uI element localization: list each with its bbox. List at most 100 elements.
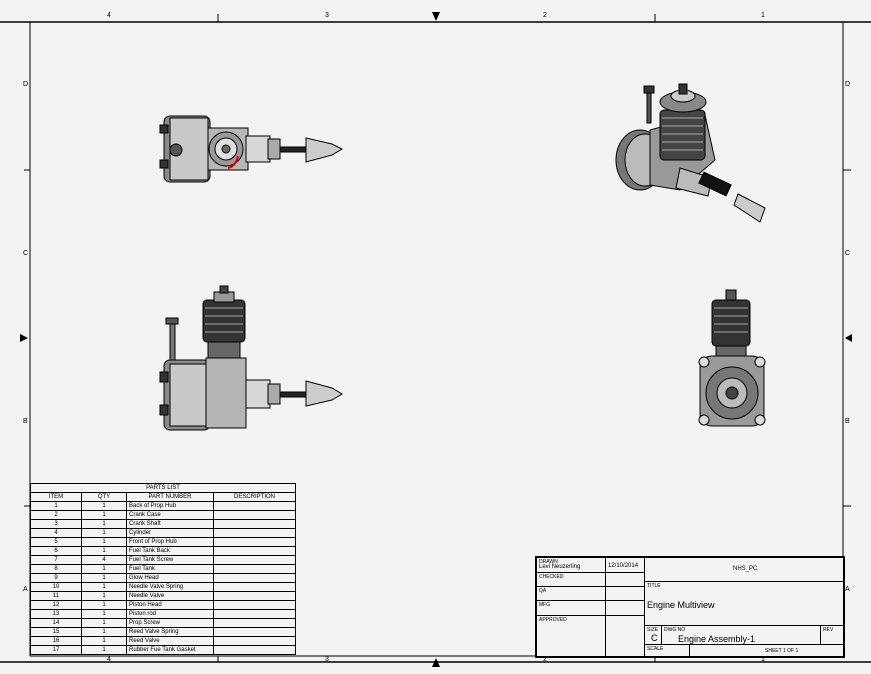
mfg-label: MFG [539, 602, 551, 608]
parts-cell-qty: 1 [81, 546, 127, 556]
zone-row-b-left: B [23, 418, 28, 425]
parts-cell-desc [213, 609, 296, 619]
parts-list-table: PARTS LIST ITEM QTY PART NUMBER DESCRIPT… [30, 483, 296, 655]
zone-row-d-right: D [845, 81, 851, 88]
zone-row-b-right: B [845, 418, 850, 425]
dwg-no-value: Engine Assembly-1 [678, 634, 756, 644]
drawn-label: DRAWN [539, 559, 558, 565]
parts-cell-qty: 1 [81, 537, 127, 547]
parts-cell-qty: 1 [81, 618, 127, 628]
parts-cell-qty: 1 [81, 510, 127, 520]
parts-cell-item: 2 [30, 510, 82, 520]
parts-cell-desc [213, 582, 296, 592]
parts-cell-qty: 4 [81, 555, 127, 565]
parts-cell-item: 16 [30, 636, 82, 646]
parts-cell-part: Fuel Tank Back [126, 546, 214, 556]
qa-date-cell [605, 586, 645, 601]
zone-row-a-right: A [845, 586, 850, 593]
parts-cell-item: 5 [30, 537, 82, 547]
parts-cell-part: Reed Valve Spring [126, 627, 214, 637]
parts-cell-part: Cylinder [126, 528, 214, 538]
parts-cell-qty: 1 [81, 609, 127, 619]
parts-cell-desc [213, 510, 296, 520]
parts-cell-part: Front of Prop Hub [126, 537, 214, 547]
header-qty: QTY [81, 492, 127, 502]
size-cell: SIZE C [644, 625, 662, 645]
parts-cell-qty: 1 [81, 600, 127, 610]
parts-cell-part: Crank Shaft [126, 519, 214, 529]
parts-cell-part: Needle Valve [126, 591, 214, 601]
checked-label: CHECKED [539, 574, 564, 580]
zone-row-c-right: C [845, 250, 851, 257]
parts-cell-part: Piston rod [126, 609, 214, 619]
parts-cell-qty: 1 [81, 591, 127, 601]
zone-row-d-left: D [23, 81, 29, 88]
zone-row-a-left: A [23, 586, 28, 593]
drawing-title: Engine Multiview [647, 600, 715, 610]
parts-cell-part: Fuel Tank [126, 564, 214, 574]
checked-cell: CHECKED [536, 572, 606, 587]
zone-col-3-bottom: 3 [325, 656, 329, 663]
parts-cell-desc [213, 564, 296, 574]
parts-cell-item: 10 [30, 582, 82, 592]
parts-cell-part: Back of Prop Hub [126, 501, 214, 511]
approved-label: APPROVED [539, 617, 567, 623]
parts-cell-item: 12 [30, 600, 82, 610]
parts-cell-qty: 1 [81, 528, 127, 538]
parts-cell-item: 15 [30, 627, 82, 637]
scale-cell: SCALE [644, 644, 690, 657]
zone-row-c-left: C [23, 250, 29, 257]
title-label: TITLE [647, 583, 661, 589]
parts-cell-item: 3 [30, 519, 82, 529]
drawn-by: Levi Neuzerling [539, 564, 581, 570]
checked-date-cell [605, 572, 645, 587]
zone-col-3-top: 3 [325, 12, 329, 19]
parts-cell-qty: 1 [81, 564, 127, 574]
qa-cell: QA [536, 586, 606, 601]
parts-cell-desc [213, 546, 296, 556]
size-value: C [651, 633, 658, 643]
parts-cell-desc [213, 537, 296, 547]
rev-label: REV [823, 627, 834, 633]
company-cell: NHS_PC [644, 557, 844, 582]
parts-cell-part: Fuel Tank Screw [126, 555, 214, 565]
mfg-cell: MFG [536, 600, 606, 616]
header-description: DESCRIPTION [213, 492, 296, 502]
parts-cell-desc [213, 645, 296, 655]
dwg-no-cell: DWG NO Engine Assembly-1 [661, 625, 821, 645]
header-part-number: PART NUMBER [126, 492, 214, 502]
zone-col-4-bottom: 4 [107, 656, 111, 663]
drawn-date-cell: 12/10/2014 [605, 557, 645, 573]
parts-cell-item: 4 [30, 528, 82, 538]
parts-cell-desc [213, 600, 296, 610]
parts-cell-part: Rubber Fue Tank Gasket [126, 645, 214, 655]
parts-cell-qty: 1 [81, 501, 127, 511]
parts-cell-item: 9 [30, 573, 82, 583]
parts-cell-qty: 1 [81, 573, 127, 583]
parts-cell-part: Needle Valve Spring [126, 582, 214, 592]
parts-cell-part: Reed Valve [126, 636, 214, 646]
zone-col-1-top: 1 [761, 12, 765, 19]
sheet-cell: SHEET 1 OF 1 [689, 644, 844, 657]
parts-cell-item: 11 [30, 591, 82, 601]
parts-cell-item: 13 [30, 609, 82, 619]
qa-label: QA [539, 588, 547, 594]
dwg-no-label: DWG NO [664, 627, 686, 633]
parts-cell-desc [213, 555, 296, 565]
title-block: DRAWN Levi Neuzerling 12/10/2014 NHS_PC … [535, 556, 845, 658]
size-label: SIZE [647, 627, 659, 633]
parts-cell-desc [213, 636, 296, 646]
